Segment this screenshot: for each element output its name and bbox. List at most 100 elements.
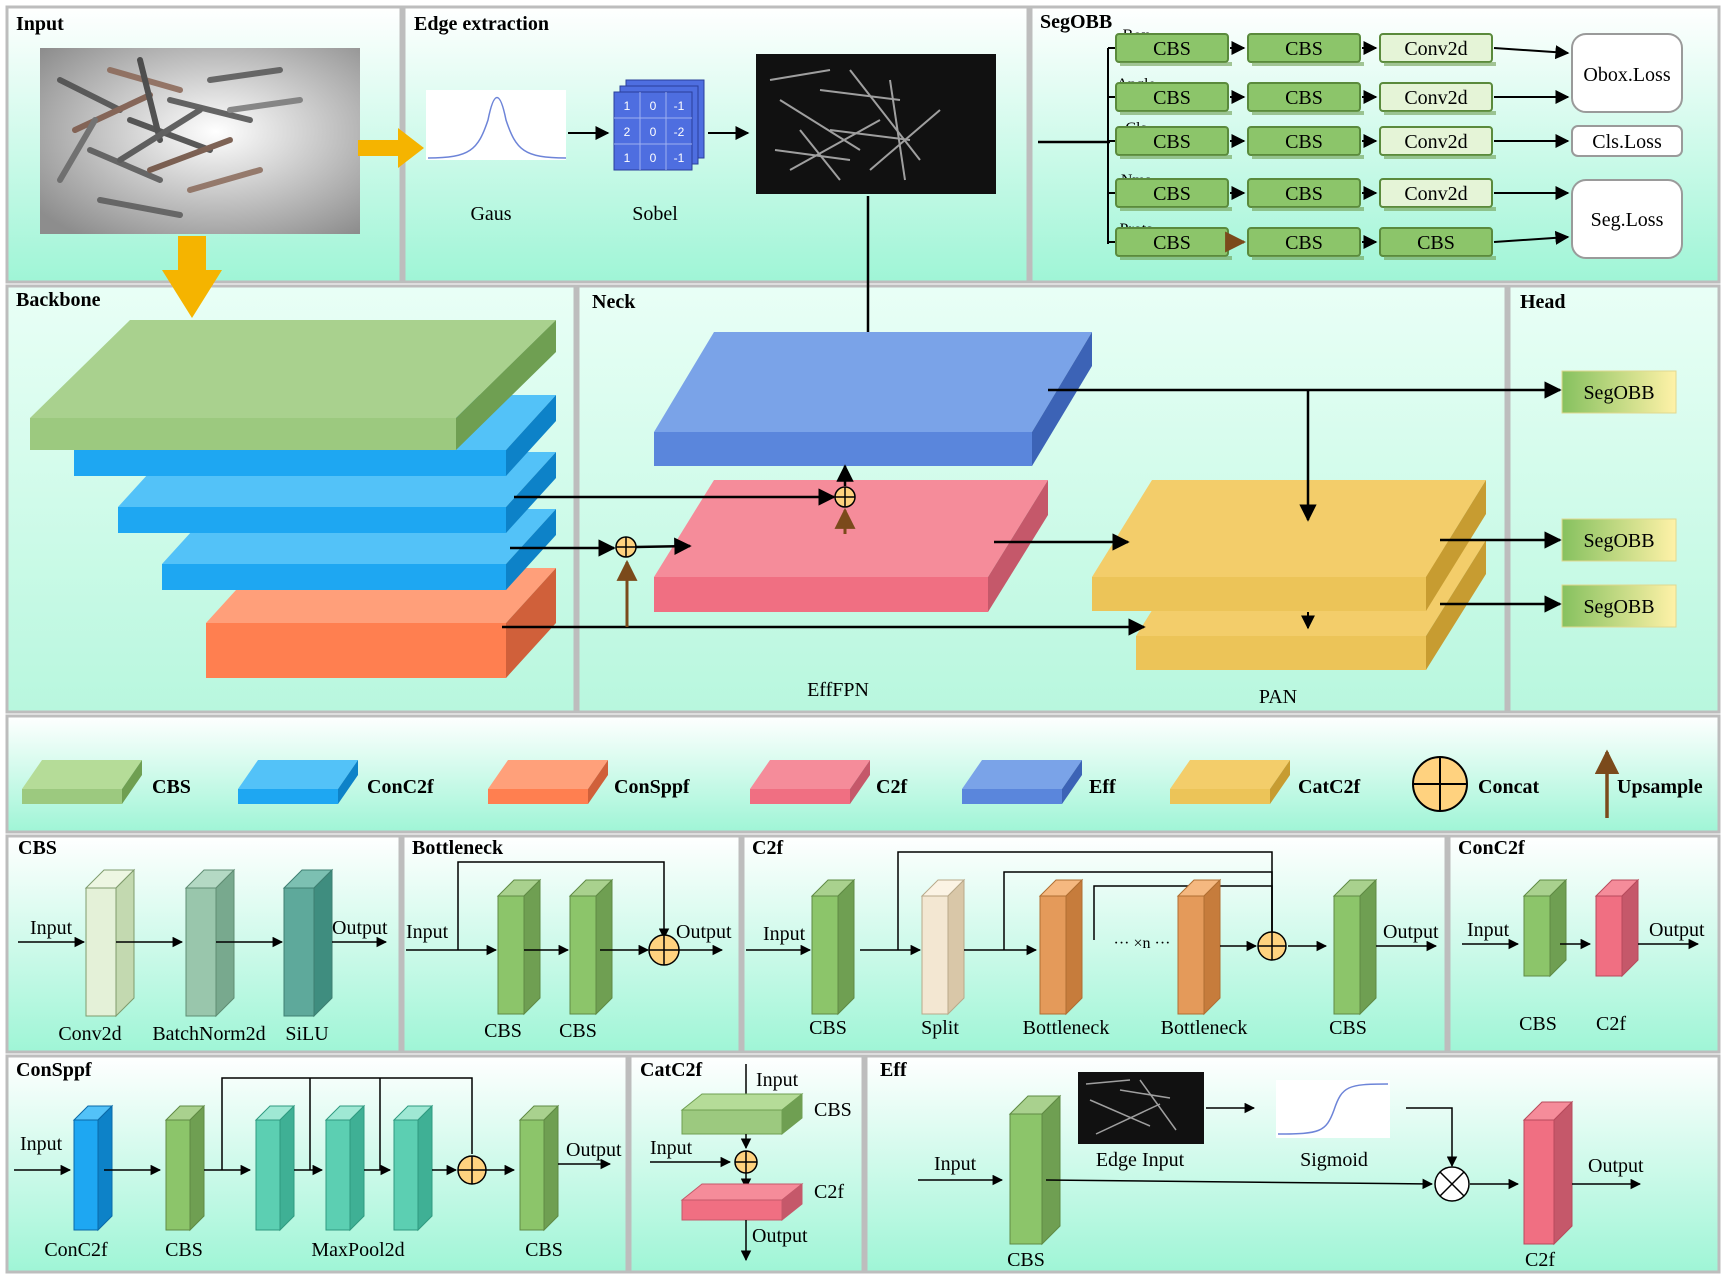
eff-edge-input-label: Edge Input (1096, 1149, 1185, 1171)
conc2f-output: Output (1649, 919, 1705, 941)
legend-c2f-swatch (750, 760, 870, 804)
kernel-cell: 1 (624, 151, 631, 165)
neck-panel-title: Neck (592, 291, 636, 313)
bottleneck-cbs-1: CBS (484, 1020, 522, 1042)
sobel-label: Sobel (632, 203, 678, 225)
legend-cbs-swatch (22, 760, 142, 804)
conc2f-cbs: CBS (1519, 1013, 1557, 1035)
legend: CBS ConC2f ConSppf C2f Eff CatC2f (22, 749, 1703, 818)
bottleneck-output: Output (676, 921, 732, 943)
c2f-split: Split (921, 1017, 959, 1039)
segobb-panel-title: SegOBB (1040, 11, 1112, 33)
head-output-1: SegOBB (1561, 370, 1677, 414)
consppf-output: Output (566, 1139, 622, 1161)
edge-panel-title: Edge extraction (414, 13, 549, 35)
head-output-2: SegOBB (1561, 518, 1677, 562)
segobb-head-label: SegOBB (1583, 530, 1654, 552)
legend-label: CBS (152, 776, 191, 798)
c2f-input: Input (763, 923, 806, 945)
cbs-panel-conv: Conv2d (58, 1023, 121, 1045)
head-panel-title: Head (1520, 291, 1566, 313)
segobb-branch-cls: ClsCBSCBSConv2d (1108, 120, 1570, 159)
eff-sigmoid-label: Sigmoid (1300, 1149, 1368, 1171)
legend-label: Upsample (1617, 776, 1703, 798)
block-label: Conv2d (1404, 87, 1467, 109)
block-label: CBS (1153, 232, 1191, 254)
block-label: Conv2d (1404, 183, 1467, 205)
segobb-branch-angle: AngleCBSCBSConv2d (1108, 76, 1570, 115)
eff-block (654, 332, 1092, 466)
c2f-panel-title: C2f (752, 837, 783, 859)
conc2f-c2f: C2f (1596, 1013, 1626, 1035)
c2f-panel-diagram: Input ··· ×n ··· Output CBS Split Bottle… (746, 851, 1439, 1039)
segobb-branch-prots: ProtsCBSCBSCBS (1108, 221, 1570, 260)
segobb-head-label: SegOBB (1583, 382, 1654, 404)
consppf-panel-title: ConSppf (16, 1059, 92, 1081)
c2f-cbs-2: CBS (1329, 1017, 1367, 1039)
bottleneck-panel-diagram: Input Output CBS CBS (406, 861, 732, 1042)
catc2f-output: Output (752, 1225, 808, 1247)
gaussian-plot (426, 90, 567, 160)
legend-label: Concat (1478, 776, 1539, 798)
eff-c2f: C2f (1525, 1249, 1555, 1271)
legend-label: ConC2f (367, 776, 434, 798)
to-edge-arrow (358, 128, 424, 168)
seg-loss-box (1571, 179, 1683, 259)
block-label: Conv2d (1404, 131, 1467, 153)
catc2f-panel-diagram: Input CBS Input C2f Output (650, 1064, 852, 1262)
legend-conc2f-swatch (238, 760, 358, 804)
consppf-panel-diagram: Input Output ConC2f CBS MaxPool2d (14, 1077, 622, 1261)
block-label: CBS (1285, 232, 1323, 254)
catc2f-blocks (1092, 480, 1486, 670)
kernel-cell: 2 (624, 125, 631, 139)
backbone-panel-title: Backbone (16, 289, 101, 311)
segobb-branch-nms: NmsCBSCBSConv2d (1108, 172, 1570, 211)
conc2f-input: Input (1467, 919, 1510, 941)
block-label: CBS (1285, 183, 1323, 205)
consppf-maxpool: MaxPool2d (311, 1239, 404, 1261)
conc2f-panel-diagram: Input Output CBS C2f (1462, 878, 1705, 1035)
eff-input: Input (934, 1153, 977, 1175)
concat-symbol (615, 536, 637, 558)
gaus-label: Gaus (470, 203, 511, 225)
kernel-cell: -2 (674, 125, 685, 139)
sigmoid-curve (1277, 1083, 1389, 1135)
catc2f-input-2: Input (650, 1137, 693, 1159)
to-backbone-arrow (162, 236, 222, 318)
legend-concat-icon (1412, 756, 1468, 812)
block-label: Conv2d (1404, 38, 1467, 60)
cbs-panel-act: SiLU (285, 1023, 329, 1045)
edge-map-image (756, 54, 996, 194)
legend-catc2f-swatch (1170, 760, 1290, 804)
cbs-panel-output: Output (332, 917, 388, 939)
legend-consppf-swatch (488, 760, 608, 804)
c2f-repeat-dots: ··· ×n ··· (1114, 935, 1171, 952)
legend-label: Eff (1089, 776, 1116, 798)
catc2f-c2f: C2f (814, 1181, 844, 1203)
cls-loss-label: Cls.Loss (1592, 131, 1662, 153)
segobb-head-label: SegOBB (1583, 596, 1654, 618)
input-panel-title: Input (16, 13, 64, 35)
legend-label: C2f (876, 776, 907, 798)
bottleneck-panel-title: Bottleneck (412, 837, 504, 859)
block-label: CBS (1417, 232, 1455, 254)
kernel-cell: 0 (650, 125, 657, 139)
obox-loss-box (1571, 33, 1683, 113)
input-image (40, 48, 360, 234)
legend-eff-swatch (962, 760, 1082, 804)
bottleneck-input: Input (406, 921, 449, 943)
block-label: CBS (1285, 131, 1323, 153)
kernel-cell: -1 (674, 151, 685, 165)
kernel-cell: 1 (624, 99, 631, 113)
kernel-cell: 0 (650, 151, 657, 165)
seg-loss-label: Seg.Loss (1591, 209, 1664, 231)
c2f-cbs-1: CBS (809, 1017, 847, 1039)
consppf-cbs-2: CBS (525, 1239, 563, 1261)
sobel-kernel: 1 0 -1 2 0 -2 1 0 -1 (613, 79, 705, 171)
edge-input-thumbnail (1078, 1072, 1204, 1144)
block-label: CBS (1153, 38, 1191, 60)
cbs-panel-diagram: Input Output Conv2d BatchNorm2d SiLU (18, 868, 388, 1045)
eff-panel-title: Eff (880, 1059, 907, 1081)
c2f-bottleneck-1: Bottleneck (1023, 1017, 1110, 1039)
